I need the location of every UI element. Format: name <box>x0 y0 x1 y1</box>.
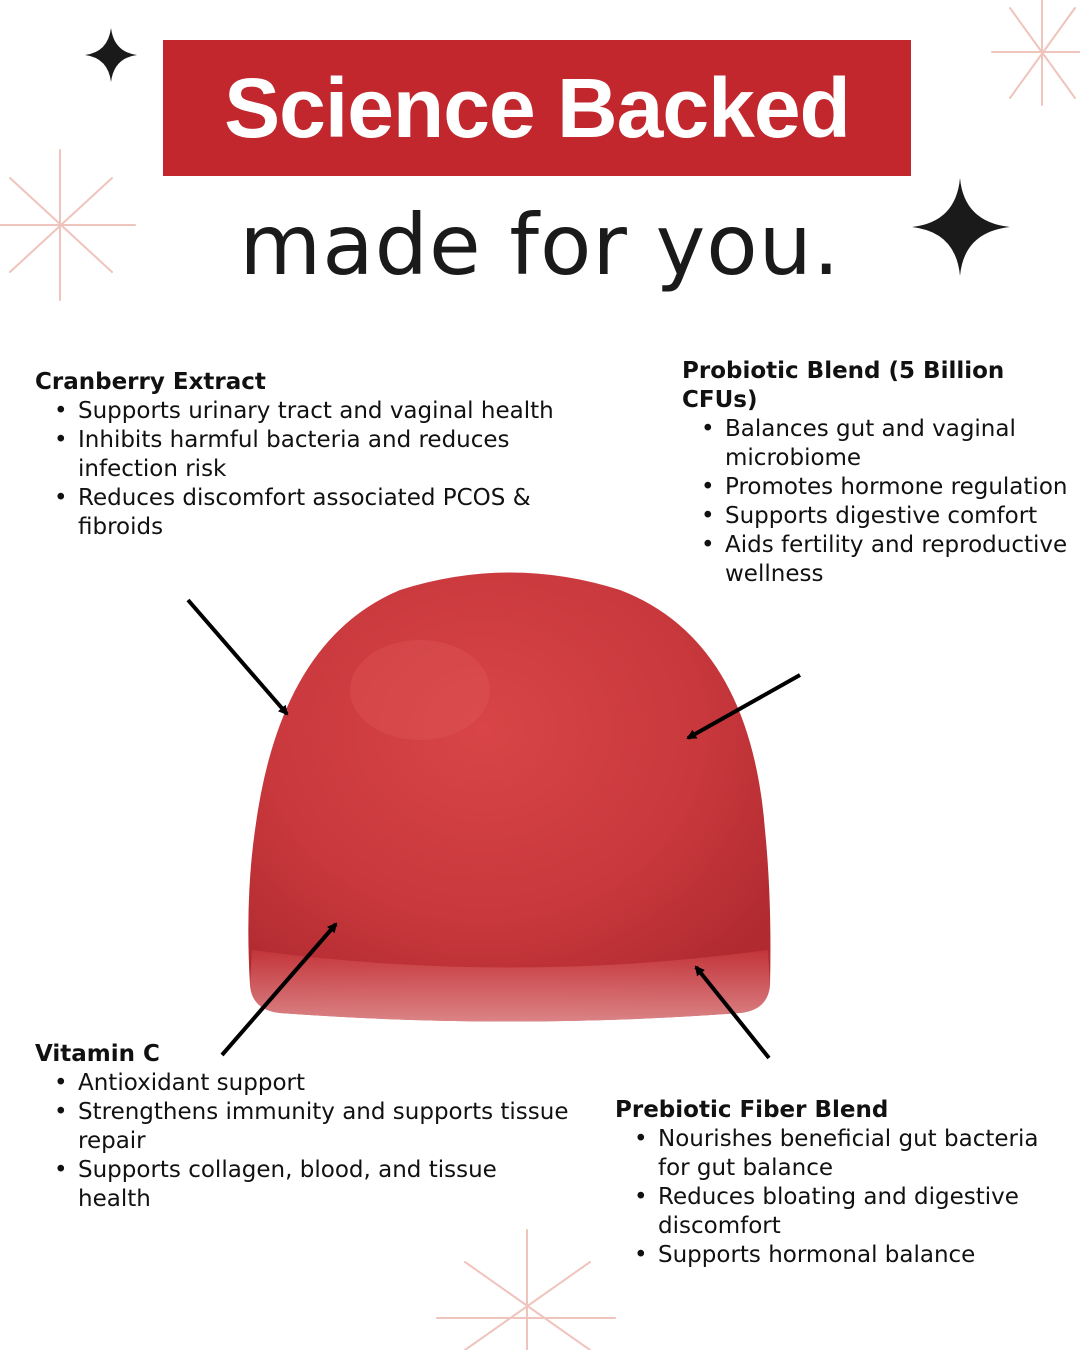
arrow-icon <box>186 598 289 716</box>
list-item: Promotes hormone regulation <box>701 473 1072 502</box>
sparkle-icon <box>912 178 1010 276</box>
starburst-icon <box>436 1229 616 1350</box>
ingredient-block-vitamin-c: Vitamin C Antioxidant support Strengthen… <box>35 1040 575 1214</box>
list-item: Reduces bloating and digestive discomfor… <box>634 1183 1075 1241</box>
arrow-icon <box>686 673 801 740</box>
starburst-icon <box>0 149 136 301</box>
starburst-icon <box>991 0 1080 106</box>
ingredient-title: Prebiotic Fiber Blend <box>615 1097 889 1123</box>
benefit-list: Supports urinary tract and vaginal healt… <box>35 397 555 542</box>
benefit-list: Antioxidant support Strengthens immunity… <box>35 1069 575 1214</box>
list-item: Nourishes beneficial gut bacteria for gu… <box>634 1125 1075 1183</box>
list-item: Strengthens immunity and supports tissue… <box>54 1098 575 1156</box>
list-item: Inhibits harmful bacteria and reduces in… <box>54 426 555 484</box>
ingredient-title: Cranberry Extract <box>35 369 266 395</box>
ingredient-block-prebiotic: Prebiotic Fiber Blend Nourishes benefici… <box>615 1096 1075 1270</box>
page-subtitle: made for you. <box>239 196 841 294</box>
list-item: Balances gut and vaginal microbiome <box>701 415 1072 473</box>
arrow-icon <box>220 922 338 1057</box>
gummy-image <box>248 572 771 1022</box>
title-banner: Science Backed <box>163 40 911 176</box>
ingredient-block-probiotic: Probiotic Blend (5 Billion CFUs) Balance… <box>682 357 1072 589</box>
list-item: Supports hormonal balance <box>634 1241 1075 1270</box>
ingredient-title: Probiotic Blend (5 Billion CFUs) <box>682 358 1005 413</box>
ingredient-title: Vitamin C <box>35 1041 160 1067</box>
ingredient-block-cranberry: Cranberry Extract Supports urinary tract… <box>35 368 555 542</box>
list-item: Antioxidant support <box>54 1069 575 1098</box>
list-item: Supports collagen, blood, and tissue hea… <box>54 1156 575 1214</box>
list-item: Supports digestive comfort <box>701 502 1072 531</box>
benefit-list: Nourishes beneficial gut bacteria for gu… <box>615 1125 1075 1270</box>
arrow-icon <box>694 965 771 1060</box>
list-item: Aids fertility and reproductive wellness <box>701 531 1072 589</box>
page-title: Science Backed <box>224 60 851 155</box>
sparkle-icon <box>85 28 137 82</box>
list-item: Reduces discomfort associated PCOS & fib… <box>54 484 555 542</box>
benefit-list: Balances gut and vaginal microbiome Prom… <box>682 415 1072 589</box>
list-item: Supports urinary tract and vaginal healt… <box>54 397 555 426</box>
